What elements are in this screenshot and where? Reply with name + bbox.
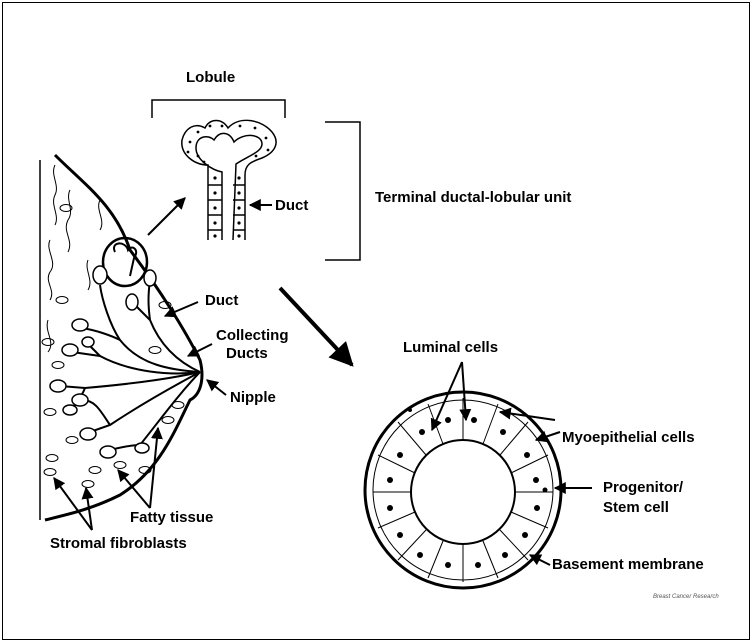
arrow-stromal-1 xyxy=(54,478,92,530)
arrow-myoepithelial-1 xyxy=(500,412,555,420)
label-progenitor: Progenitor/ xyxy=(603,479,684,496)
lobule-closeup xyxy=(182,120,276,240)
arrow-to-cross-section xyxy=(280,288,352,365)
tdlu-bracket xyxy=(325,122,360,260)
label-duct-top: Duct xyxy=(275,197,308,214)
label-luminal-cells: Luminal cells xyxy=(403,339,498,356)
duct-cross-section xyxy=(365,392,561,588)
label-duct-breast: Duct xyxy=(205,292,238,309)
arrow-nipple xyxy=(207,380,226,395)
label-tdlu: Terminal ductal-lobular unit xyxy=(375,189,571,206)
breast-outline xyxy=(40,155,202,520)
arrow-to-lobule xyxy=(148,198,185,235)
label-fatty-tissue: Fatty tissue xyxy=(130,509,213,526)
label-stromal-fibroblasts: Stromal fibroblasts xyxy=(50,535,187,552)
source-credit: Breast Cancer Research xyxy=(653,594,719,600)
label-stem-cell: Stem cell xyxy=(603,499,669,516)
label-collecting-ducts-2: Ducts xyxy=(226,345,268,362)
duct-end-buds xyxy=(50,266,156,458)
lobule-bracket xyxy=(152,100,285,118)
lobule-closeup-nuclei xyxy=(187,125,270,238)
label-collecting-ducts-1: Collecting xyxy=(216,327,289,344)
label-lobule: Lobule xyxy=(186,69,235,86)
label-myoepithelial-cells: Myoepithelial cells xyxy=(562,429,695,446)
label-basement-membrane: Basement membrane xyxy=(552,556,704,573)
label-nipple: Nipple xyxy=(230,389,276,406)
